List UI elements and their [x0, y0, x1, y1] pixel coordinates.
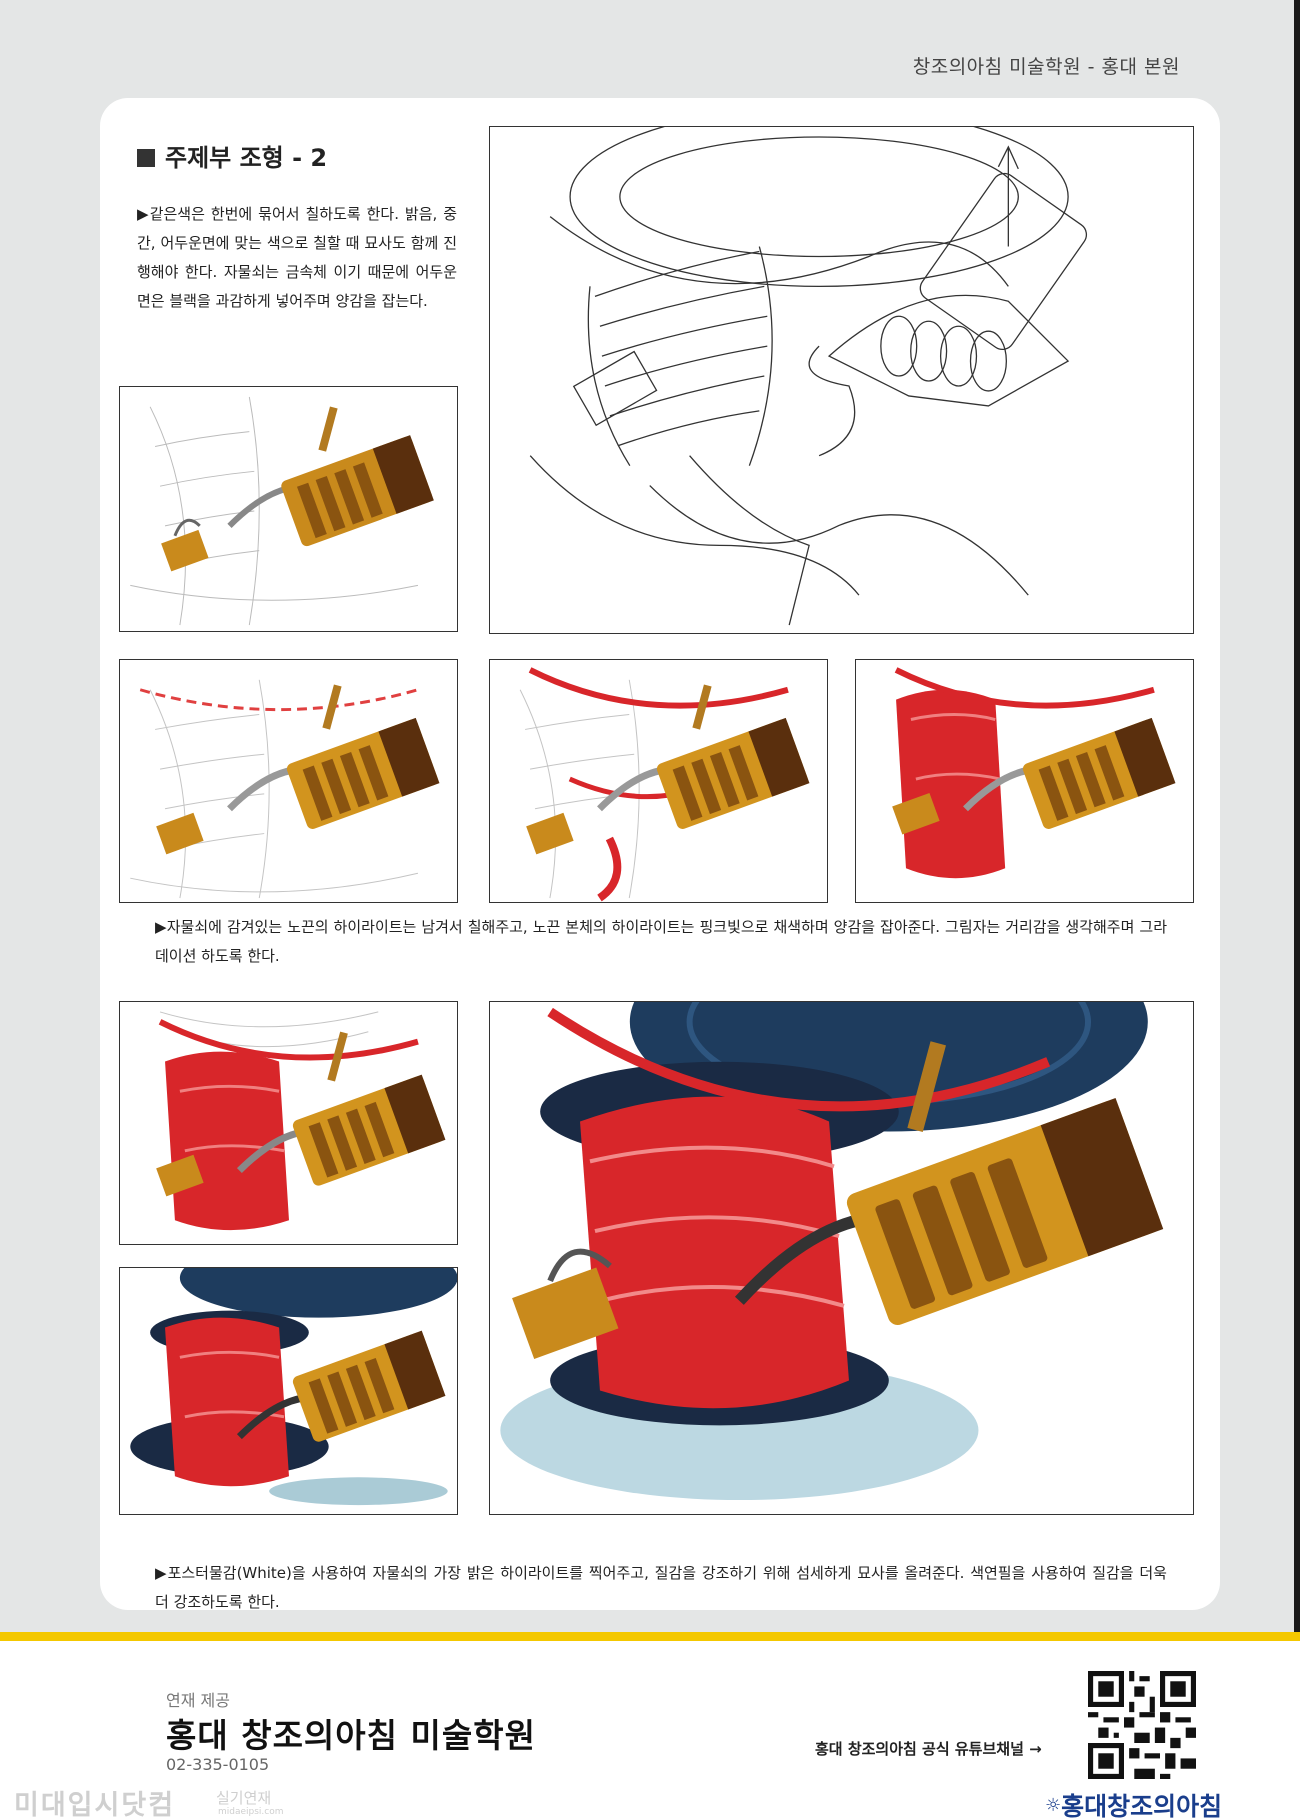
right-edge-bar: [1294, 0, 1300, 1640]
academy-branch-header: 창조의아침 미술학원 - 홍대 본원: [912, 56, 1180, 78]
lock-final-painting: [500, 1002, 1164, 1501]
step2a-image: [119, 659, 458, 903]
lock-step2c-painting: [892, 667, 1176, 879]
step1-image: [119, 386, 458, 632]
section-title: 주제부 조형 - 2: [137, 138, 327, 173]
step2-paragraph: ▶자물쇠에 감겨있는 노끈의 하이라이트는 남겨서 칠해주고, 노끈 본체의 하…: [155, 918, 1167, 965]
academy-logo: ☼홍대창조의아침: [1045, 1787, 1222, 1819]
logo-text: 홍대창조의아침: [1061, 1792, 1223, 1819]
lock-step2b-painting: [519, 667, 810, 902]
youtube-channel-link[interactable]: 홍대 창조의아침 공식 유튜브채널 →: [815, 1740, 1042, 1758]
academy-name: 홍대 창조의아침 미술학원: [166, 1716, 536, 1755]
step2c-image: [855, 659, 1194, 903]
step2b-image: [489, 659, 828, 903]
final-painting-image: [489, 1001, 1194, 1515]
intro-paragraph: ▶같은색은 한번에 묶어서 칠하도록 한다. 밝음, 중간, 어두운면에 맞는 …: [137, 205, 457, 310]
qr-code-icon[interactable]: [1088, 1671, 1196, 1779]
lock-step3b-painting: [130, 1268, 457, 1506]
lock-step1-painting: [130, 396, 434, 626]
lock-step2a-painting: [130, 679, 440, 899]
sketch-large-image: [489, 126, 1194, 634]
provided-by-label: 연재 제공: [166, 1691, 230, 1710]
step3-paragraph: ▶포스터물감(White)을 사용하여 자물쇠의 가장 밝은 하이라이트를 찍어…: [155, 1564, 1167, 1611]
academy-phone: 02-335-0105: [166, 1755, 270, 1774]
lock-step3a-painting: [156, 1011, 446, 1231]
section-title-text: 주제부 조형 - 2: [165, 144, 328, 172]
lock-line-sketch: [529, 127, 1088, 626]
sun-icon: ☼: [1045, 1795, 1062, 1816]
footer: 연재 제공 홍대 창조의아침 미술학원 02-335-0105 미대입시닷컴 실…: [0, 1632, 1300, 1819]
step3b-image: [119, 1267, 458, 1515]
watermark-url: midaeipsi.com: [218, 1807, 284, 1817]
square-bullet-icon: [137, 149, 155, 167]
step3a-image: [119, 1001, 458, 1245]
watermark-sub: 실기연재: [216, 1789, 272, 1807]
watermark-logo: 미대입시닷컴: [14, 1790, 176, 1819]
